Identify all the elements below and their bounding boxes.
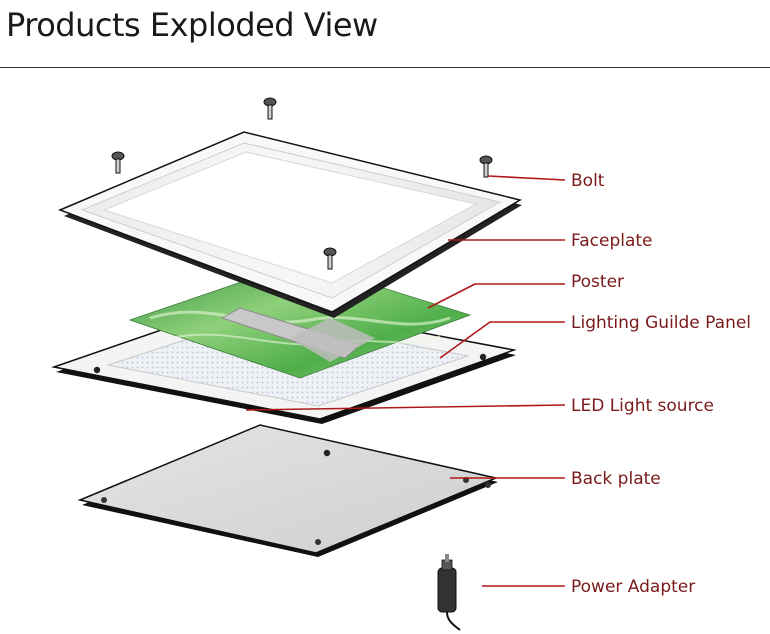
callout-label-poster: Poster — [571, 272, 624, 292]
back-plate-hole — [485, 482, 491, 488]
faceplate — [57, 131, 522, 318]
leader-line-bolt — [487, 175, 566, 181]
leader-lines — [245, 175, 566, 587]
power-adapter-icon — [437, 554, 461, 631]
callout-label-lgp: Lighting Guilde Panel — [571, 313, 751, 333]
leader-line-led — [245, 404, 566, 411]
title-divider — [0, 67, 770, 68]
back-plate-hole — [315, 539, 321, 545]
callout-label-led: LED Light source — [571, 396, 714, 416]
bolt-icon — [479, 155, 493, 178]
bolt-icon — [323, 247, 337, 270]
panel-hole — [323, 449, 331, 457]
leader-line-poster — [427, 283, 476, 309]
back-plate — [77, 424, 499, 557]
panel-hole — [479, 353, 487, 361]
callout-label-bolt: Bolt — [571, 171, 605, 191]
callout-label-faceplate: Faceplate — [571, 231, 653, 251]
bolt-icon — [111, 151, 125, 174]
bolt-icon — [263, 97, 277, 120]
panel-hole — [93, 366, 101, 374]
page-title: Products Exploded View — [6, 6, 378, 44]
callout-label-adapter: Power Adapter — [571, 577, 695, 597]
poster — [128, 261, 472, 379]
callout-label-backplate: Back plate — [571, 469, 661, 489]
back-plate-hole — [101, 497, 107, 503]
faceplate-window — [102, 151, 478, 284]
leader-line-lgp — [439, 321, 491, 359]
